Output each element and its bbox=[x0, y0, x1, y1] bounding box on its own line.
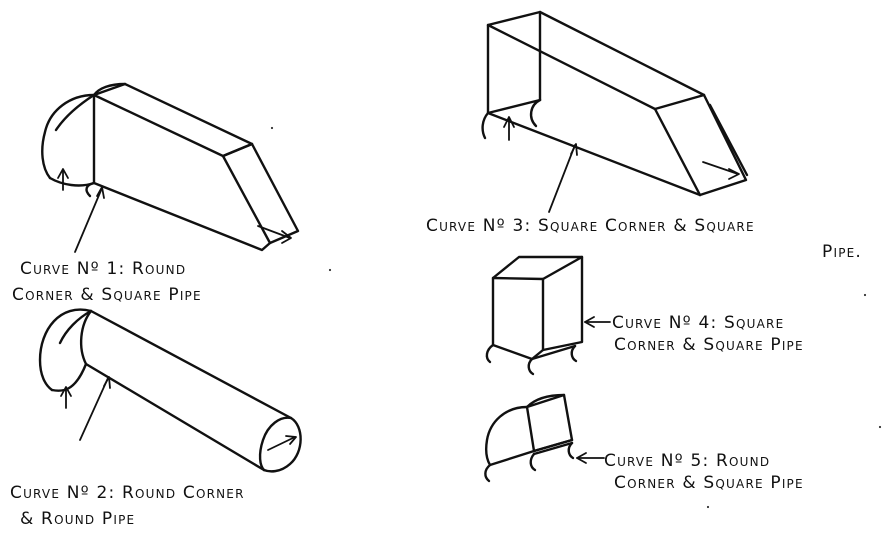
curve-1-pointer bbox=[74, 187, 103, 253]
curve-3-pointer bbox=[548, 144, 576, 213]
curve-5-drawing bbox=[484, 393, 605, 483]
curve-5-caption-line-2: Corner & Square Pipe bbox=[614, 473, 804, 493]
curve-4-drawing bbox=[485, 255, 611, 376]
curve-3-caption-line-1: Curve Nº 3: Square Corner & Square bbox=[426, 216, 755, 236]
curve-5-caption-line-1: Curve Nº 5: Round bbox=[604, 451, 771, 471]
curve-2-drawing bbox=[38, 308, 302, 473]
curve-4-caption-line-2: Corner & Square Pipe bbox=[614, 335, 804, 355]
curve-1-drawing bbox=[41, 82, 300, 252]
curve-2-caption-line-1: Curve Nº 2: Round Corner bbox=[10, 483, 245, 503]
curve-3-drawing bbox=[481, 10, 749, 197]
curve-1-caption-line-1: Curve Nº 1: Round bbox=[20, 259, 187, 279]
curve-2-caption-line-2: & Round Pipe bbox=[20, 509, 136, 529]
curve-2-pointer bbox=[79, 377, 109, 441]
curve-1-caption-line-2: Corner & Square Pipe bbox=[12, 285, 202, 305]
curve-3-caption-line-2: Pipe. bbox=[822, 242, 863, 262]
curve-4-caption-line-1: Curve Nº 4: Square bbox=[612, 313, 785, 333]
